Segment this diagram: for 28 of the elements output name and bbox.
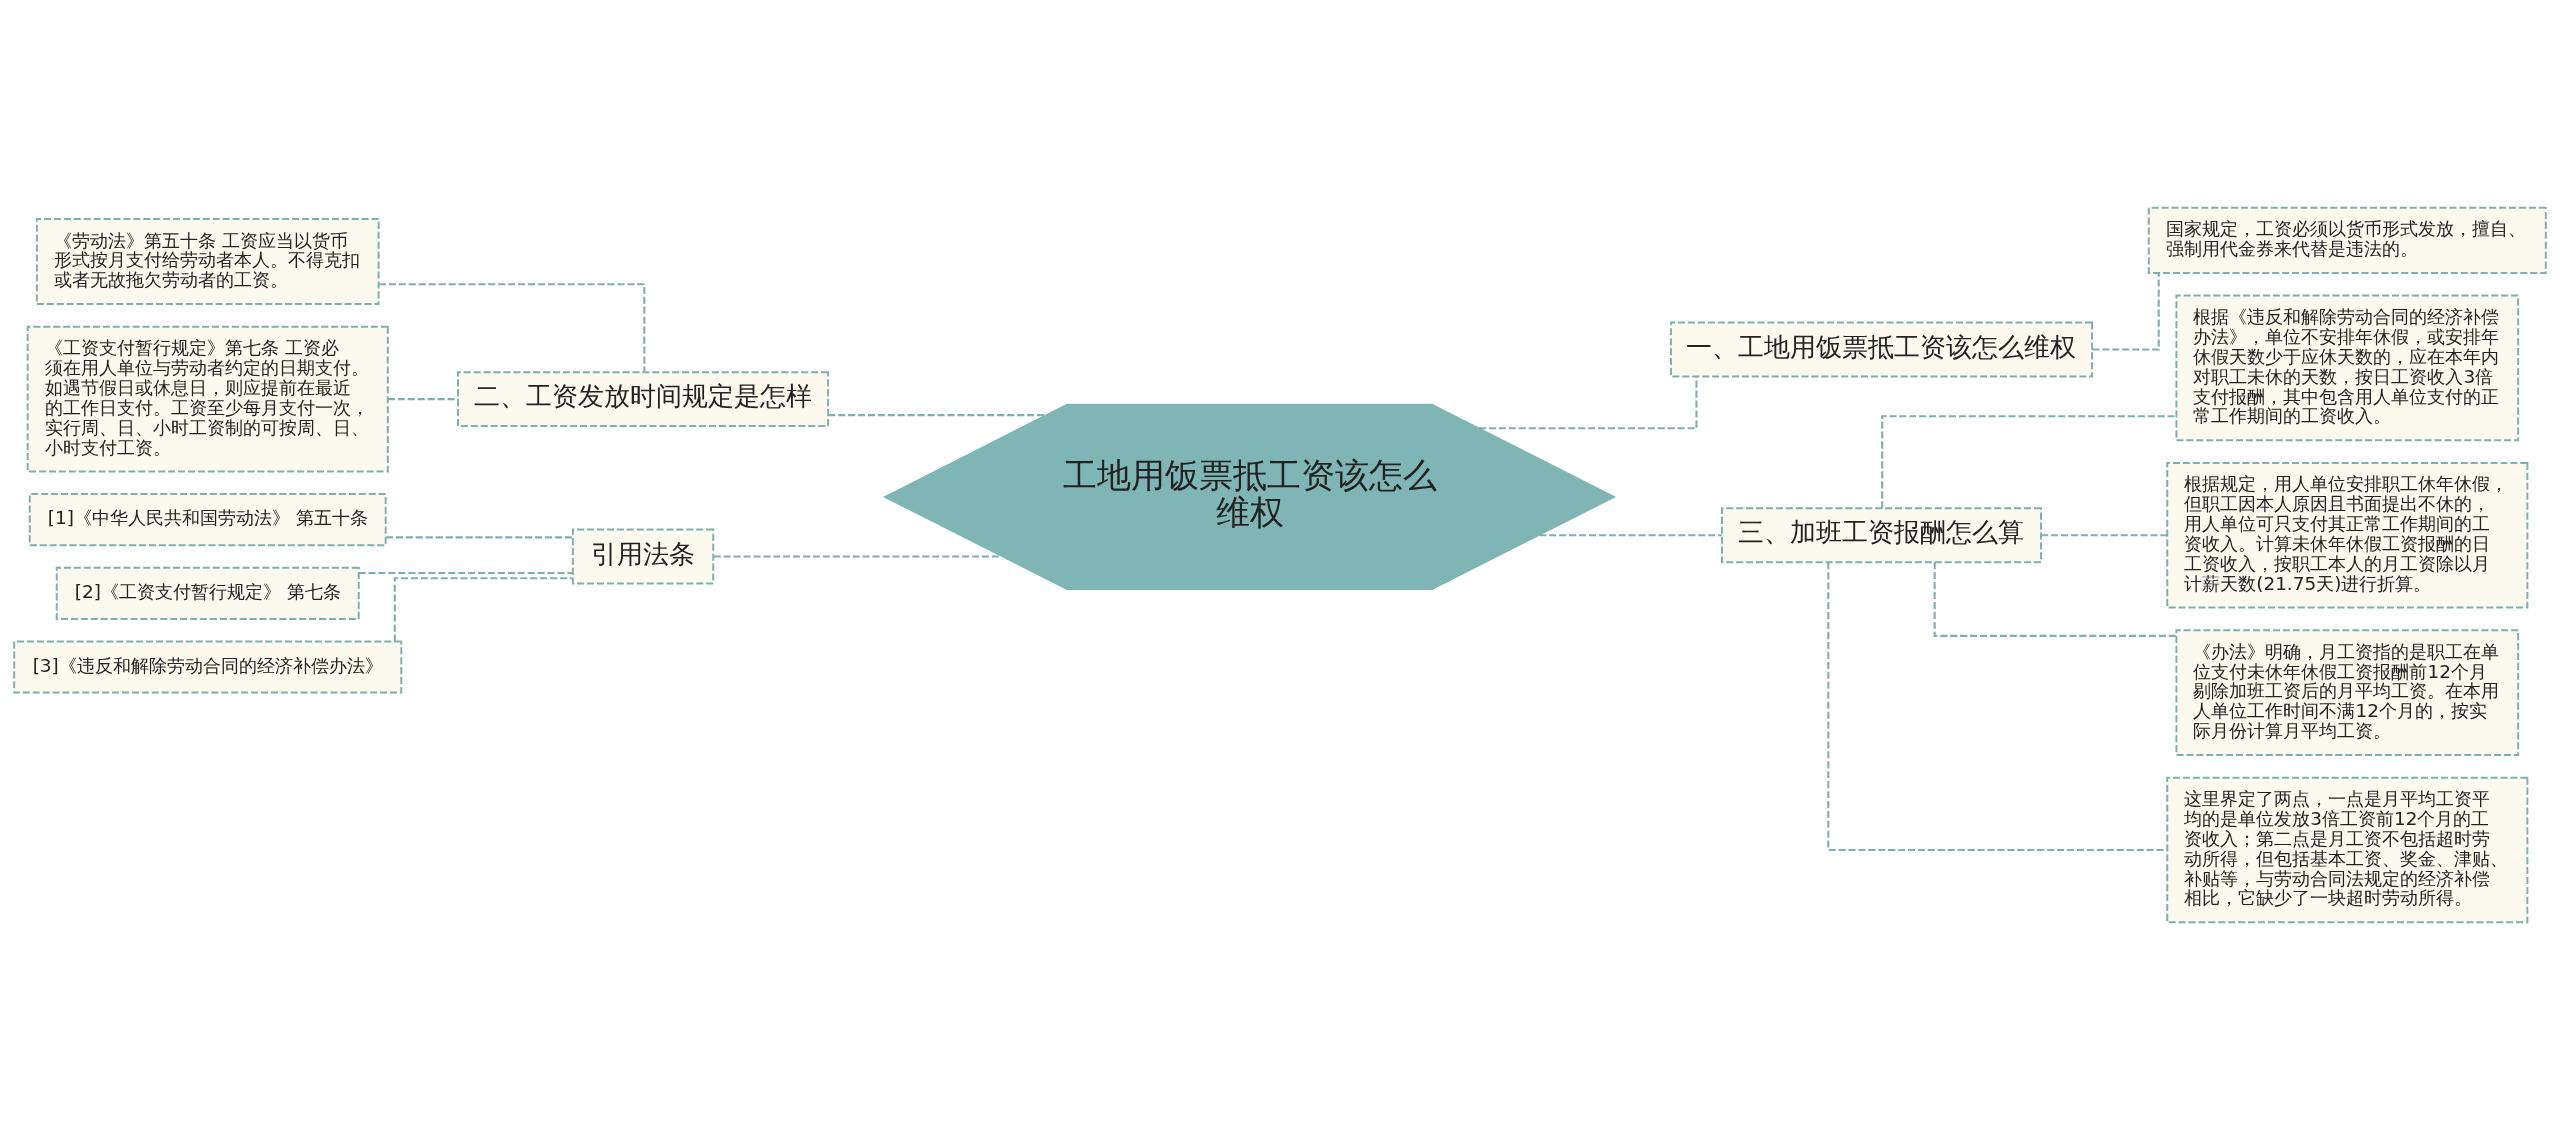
node-box: 二、工资发放时间规定是怎样 — [457, 370, 830, 427]
connector — [1933, 561, 2176, 637]
node-box: [1]《中华人民共和国劳动法》 第五十条 — [28, 492, 387, 546]
connector — [387, 397, 458, 400]
connector — [379, 282, 646, 372]
node-box: 根据规定，用人单位安排职工休年休假，但职工因本人原因且书面提出不休的，用人单位可只支付其正常工作期间的工资收入。计算未休年休假工资报酬的日工资收入，按职工本人的月工资除以月计薪天数(21.75天)进行折算。 — [2166, 461, 2529, 609]
node-box: [3]《违反和解除劳动合同的经济补偿办法》 — [13, 640, 403, 694]
node-box: 国家规定，工资必须以货币形式发放，擅自、强制用代金券来代替是违法的。 — [2147, 206, 2547, 274]
node-box: 这里界定了两点，一点是月平均工资平均的是单位发放3倍工资前12个月的工资收入；第二点是月工资不包括超时劳动所得，但包括基本工资、奖金、津贴、补贴等，与劳动合同法规定的经济补偿相比，它缺少了一块超时劳动所得。 — [2166, 776, 2529, 923]
node-box: 《工资支付暂行规定》第七条 工资必须在用人单位与劳动者约定的日期支付。如遇节假日或休息日，则应提前在最近的工作日支付。工资至少每月支付一次，实行周、日、小时工资制的可按周、日、小时支付工资。 — [26, 325, 389, 472]
connector — [393, 576, 573, 641]
node-box: 三、加班工资报酬怎么算 — [1720, 506, 2042, 563]
node-box: 《办法》明确，月工资指的是职工在单位支付未休年休假工资报酬前12个月剔除加班工资后的月平均工资。在本用人单位工作时间不满12个月的，按实际月份计算月平均工资。 — [2175, 628, 2520, 756]
connector — [1827, 562, 2167, 851]
connector — [1539, 533, 1722, 536]
connector — [2092, 272, 2160, 351]
connector — [386, 535, 573, 538]
node-box: 一、工地用饭票抵工资该怎么维权 — [1669, 321, 2094, 377]
connector — [713, 554, 1002, 558]
node-box: 《劳动法》第五十条 工资应当以货币形式按月支付给劳动者本人。不得克扣或者无故拖欠劳动者的工资。 — [35, 217, 380, 305]
connector — [2041, 533, 2168, 536]
connector — [1881, 414, 2177, 508]
connector — [1478, 376, 1698, 429]
node-box: 引用法条 — [571, 528, 715, 584]
node-box: 根据《违反和解除劳动合同的经济补偿办法》，单位不安排年休假，或安排年休假天数少于应休天数的，应在本年内对职工未休的天数，按日工资收入3倍支付报酬，其中包含用人单位支付的正常工作期间的工资收入。 — [2175, 294, 2520, 441]
connector — [828, 413, 1046, 416]
node-box: [2]《工资支付暂行规定》 第七条 — [55, 566, 360, 620]
connector — [358, 571, 573, 574]
